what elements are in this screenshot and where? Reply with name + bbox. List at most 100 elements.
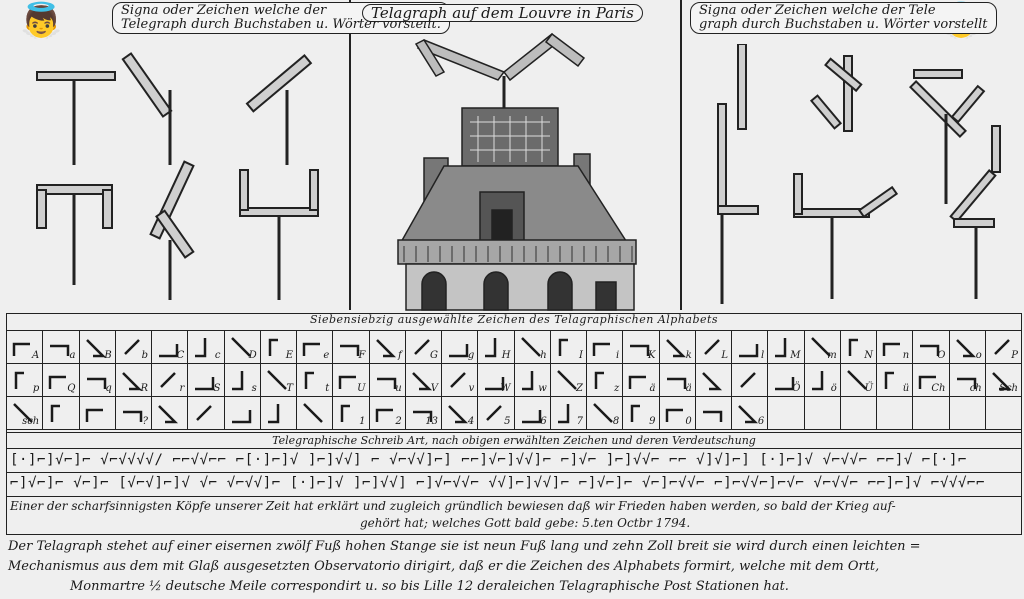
alphabet-cell-label: 6 xyxy=(757,416,765,427)
alphabet-cell: e xyxy=(295,330,334,364)
alphabet-cell-label: 8 xyxy=(612,416,620,427)
signal-glyph-icon xyxy=(665,339,686,358)
footer-line1: Der Telagraph stehet auf einer eisernen … xyxy=(8,539,921,554)
left-banner-line2: Telegraph durch Buchstaben u. Wörter vor… xyxy=(121,17,441,32)
alphabet-cell-label: o xyxy=(975,350,982,361)
alphabet-cell-label: A xyxy=(32,350,40,361)
alphabet-cell: r xyxy=(150,363,189,397)
alphabet-cell: E xyxy=(259,330,298,364)
alphabet-cell: ü xyxy=(875,363,914,397)
signal-glyph-icon xyxy=(158,405,179,424)
left-banner-line1: Signa oder Zeichen welche der xyxy=(121,3,327,18)
center-banner: Telagraph auf dem Louvre in Paris xyxy=(362,4,643,22)
alphabet-cell-label: E xyxy=(285,350,293,361)
alphabet-cell-label: sch xyxy=(22,416,40,427)
alphabet-cell-label: B xyxy=(104,350,112,361)
alphabet-cell-label: C xyxy=(176,350,185,361)
signal-glyph-icon xyxy=(810,337,831,357)
alphabet-cell: D xyxy=(223,330,261,364)
alphabet-cell-label: O xyxy=(937,350,946,361)
signal-glyph-icon xyxy=(485,338,497,358)
signal-glyph-icon xyxy=(846,370,867,390)
signal-glyph-icon xyxy=(665,408,683,422)
signal-glyph-icon xyxy=(49,375,67,389)
alphabet-cell: 8 xyxy=(585,396,624,430)
alphabet-cell-label: r xyxy=(179,383,185,394)
alphabet-cell-label: F xyxy=(358,350,366,361)
footer-line2: Mechanismus aus dem mit Glaß ausgesetzte… xyxy=(8,559,880,574)
alphabet-cell: N xyxy=(839,330,878,364)
alphabet-cell-label: U xyxy=(357,383,366,394)
alphabet-cell-label: 13 xyxy=(425,416,438,427)
alphabet-cell: 7 xyxy=(549,396,588,430)
alphabet-cell-label: p xyxy=(32,383,40,394)
alphabet-cell-label: ? xyxy=(142,416,148,427)
signal-glyph-icon xyxy=(630,344,650,356)
alphabet-cell: 13 xyxy=(404,396,443,430)
telegraph-code-row-2: ⌐]√⌐]⌐ √⌐]⌐ [√⌐√]⌐]√ √⌐ √⌐√√]⌐ [·]⌐]√ ]⌐… xyxy=(10,475,986,491)
alphabet-cell: 0 xyxy=(658,396,696,430)
signal-glyph-icon xyxy=(557,404,569,424)
alphabet-cell-label: c xyxy=(214,350,221,361)
alphabet-cell-label: M xyxy=(790,350,801,361)
alphabet-cell: B xyxy=(78,330,116,364)
signal-glyph-icon xyxy=(302,342,320,356)
signal-glyph-icon xyxy=(231,410,251,424)
signal-glyph-icon xyxy=(558,338,568,356)
signal-glyph-icon xyxy=(520,337,541,357)
translated-sentence-line1: Einer der scharfsinnigsten Köpfe unserer… xyxy=(10,499,896,513)
alphabet-cell: I xyxy=(549,330,588,364)
signal-glyph-icon xyxy=(955,339,976,358)
signal-glyph-icon xyxy=(160,372,176,388)
alphabet-cell-label: q xyxy=(105,383,112,394)
alphabet-cell: Ü xyxy=(839,363,878,397)
signal-glyph-icon xyxy=(629,375,647,389)
signal-glyph-icon xyxy=(956,377,976,389)
alphabet-cell xyxy=(187,396,225,430)
alphabet-cell-label: W xyxy=(500,383,511,394)
alphabet-cell: i xyxy=(585,330,624,364)
signal-glyph-icon xyxy=(50,344,70,356)
signal-glyph-icon xyxy=(811,371,823,391)
signal-glyph-icon xyxy=(485,377,505,391)
alphabet-cell-label: l xyxy=(761,350,765,361)
signal-glyph-icon xyxy=(848,338,858,356)
alphabet-cell-label: k xyxy=(685,350,692,361)
alphabet-cell: O xyxy=(912,330,950,364)
signal-glyph-icon xyxy=(159,344,179,358)
alphabet-cell-label: w xyxy=(538,383,547,394)
alphabet-cell-label: s xyxy=(251,383,257,394)
signal-glyph-icon xyxy=(775,338,787,358)
alphabet-cell: S xyxy=(187,363,225,397)
footer-line3: Monmartre ½ deutsche Meile correspondirt… xyxy=(70,579,789,594)
alphabet-cell-label: z xyxy=(613,383,620,394)
signal-glyph-icon xyxy=(413,339,430,355)
signal-glyph-icon xyxy=(230,337,251,357)
alphabet-cell-label: 9 xyxy=(649,416,656,427)
alphabet-cell-label: g xyxy=(467,350,475,361)
alphabet-cell: 4 xyxy=(440,396,479,430)
alphabet-cell: u xyxy=(368,363,406,397)
alphabet-cell-label: Ü xyxy=(864,383,873,394)
alphabet-cell-label: 5 xyxy=(504,416,511,427)
divider-left xyxy=(349,0,351,310)
alphabet-cell: L xyxy=(694,330,733,364)
signal-glyph-icon xyxy=(449,344,469,358)
left-signals-illustration xyxy=(36,52,319,300)
alphabet-cell-label: L xyxy=(721,350,728,361)
signal-glyph-icon xyxy=(556,370,577,390)
alphabet-cell xyxy=(223,396,261,430)
cherub-left-icon: 👼 xyxy=(20,1,63,41)
alphabet-cell: l xyxy=(730,330,769,364)
alphabet-cell-label: R xyxy=(140,383,148,394)
signal-glyph-icon xyxy=(740,372,756,388)
alphabet-cell-label: 1 xyxy=(359,416,366,427)
alphabet-cell-label: u xyxy=(395,383,402,394)
signal-glyph-icon xyxy=(919,375,937,389)
alphabet-cell: c xyxy=(187,330,225,364)
signal-glyph-icon xyxy=(12,342,30,356)
alphabet-cell: 5 xyxy=(477,396,515,430)
alphabet-cell xyxy=(42,396,80,430)
